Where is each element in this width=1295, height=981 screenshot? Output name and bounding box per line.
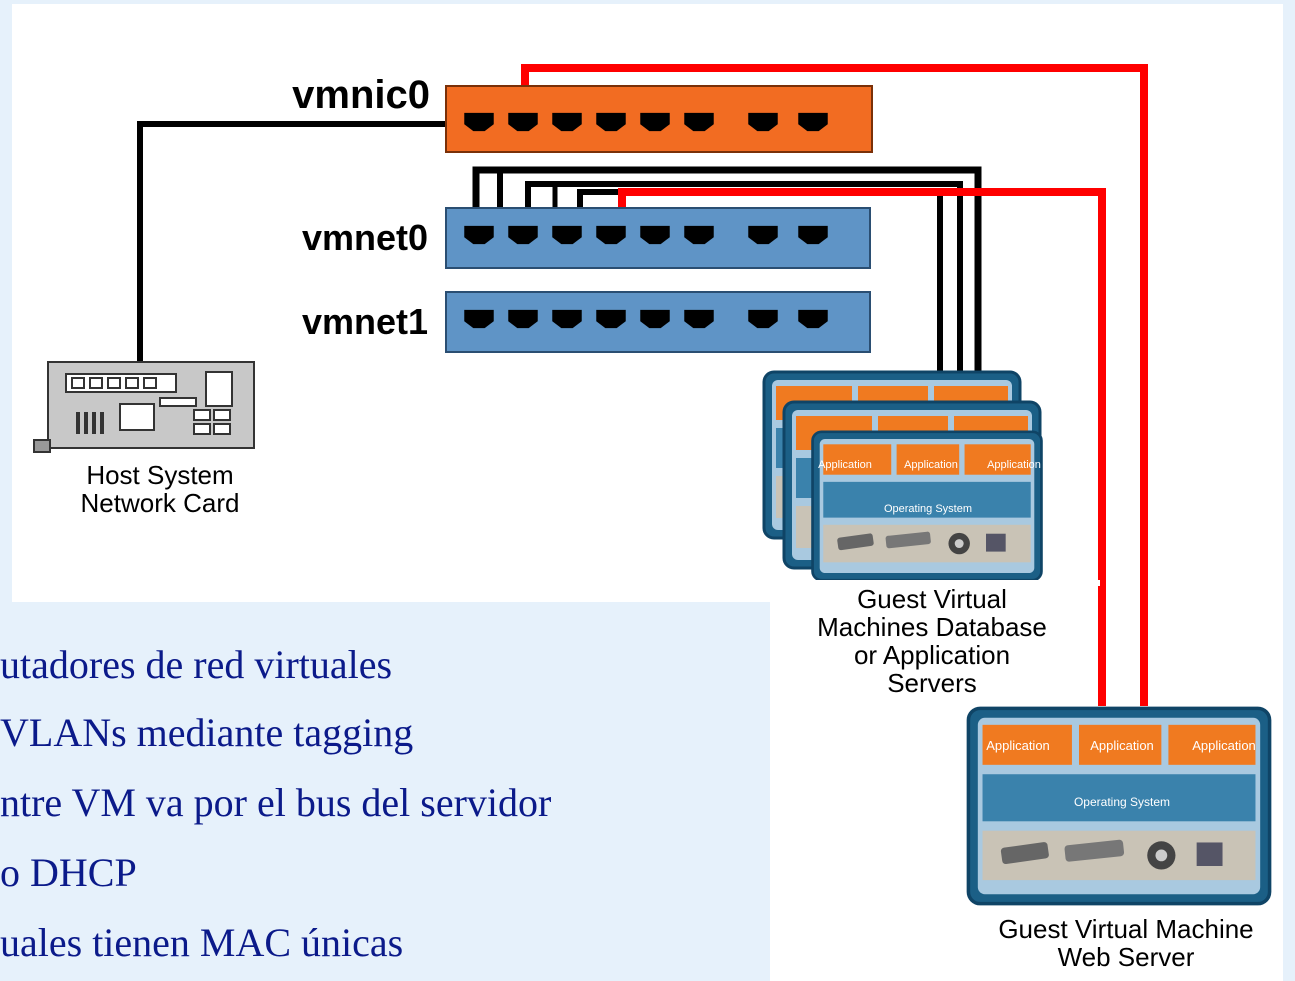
vmnic0-switch [445, 85, 873, 153]
host-card-label-line1: Host System [86, 460, 233, 490]
bullet-item: VLANs mediante tagging [0, 710, 413, 755]
bullet-list: utadores de red virtuales VLANs mediante… [0, 642, 551, 965]
guest-db-label-line2: Machines Database [817, 612, 1047, 642]
vm-os-label: Operating System [1074, 795, 1170, 809]
vmnet1-switch [445, 291, 871, 353]
vm-app-label: Application [904, 459, 958, 471]
red-cable-vmnet0 [618, 188, 1106, 706]
vm-app-label: Application [987, 459, 1041, 471]
vmnet0-label: vmnet0 [302, 217, 428, 258]
bullet-panel [0, 602, 770, 981]
bullet-item: ntre VM va por el bus del servidor [0, 780, 551, 825]
network-card-icon [33, 361, 255, 453]
bullet-item: uales tienen MAC únicas [0, 920, 403, 965]
bullet-item: utadores de red virtuales [0, 642, 392, 687]
red-cable-vmnic0 [521, 64, 1148, 706]
vm-app-label: Application [818, 459, 872, 471]
vm-os-label: Operating System [884, 503, 972, 515]
host-uplink-cable [137, 121, 448, 362]
guest-db-label-line3: or Application [854, 640, 1010, 670]
vmnet0-switch [445, 207, 871, 269]
vm-app-label: Application [1090, 738, 1154, 753]
guest-vm-db-stack: Application Application Application Oper… [762, 370, 1044, 582]
guest-vm-web: Application Application Application Oper… [966, 706, 1272, 906]
vmnic0-label: vmnic0 [292, 73, 430, 117]
guest-web-label-line1: Guest Virtual Machine [998, 914, 1253, 944]
vm-app-label: Application [1192, 738, 1256, 753]
black-cable-1 [472, 166, 982, 372]
vm-app-label: Application [986, 738, 1050, 753]
black-cable-2 [525, 181, 963, 372]
guest-web-label-line2: Web Server [1058, 942, 1195, 972]
guest-db-label-line4: Servers [887, 668, 977, 698]
bullet-item: o DHCP [0, 850, 137, 895]
vmnet1-label: vmnet1 [302, 301, 428, 342]
guest-db-label-line1: Guest Virtual [857, 584, 1007, 614]
host-card-label-line2: Network Card [81, 488, 240, 518]
